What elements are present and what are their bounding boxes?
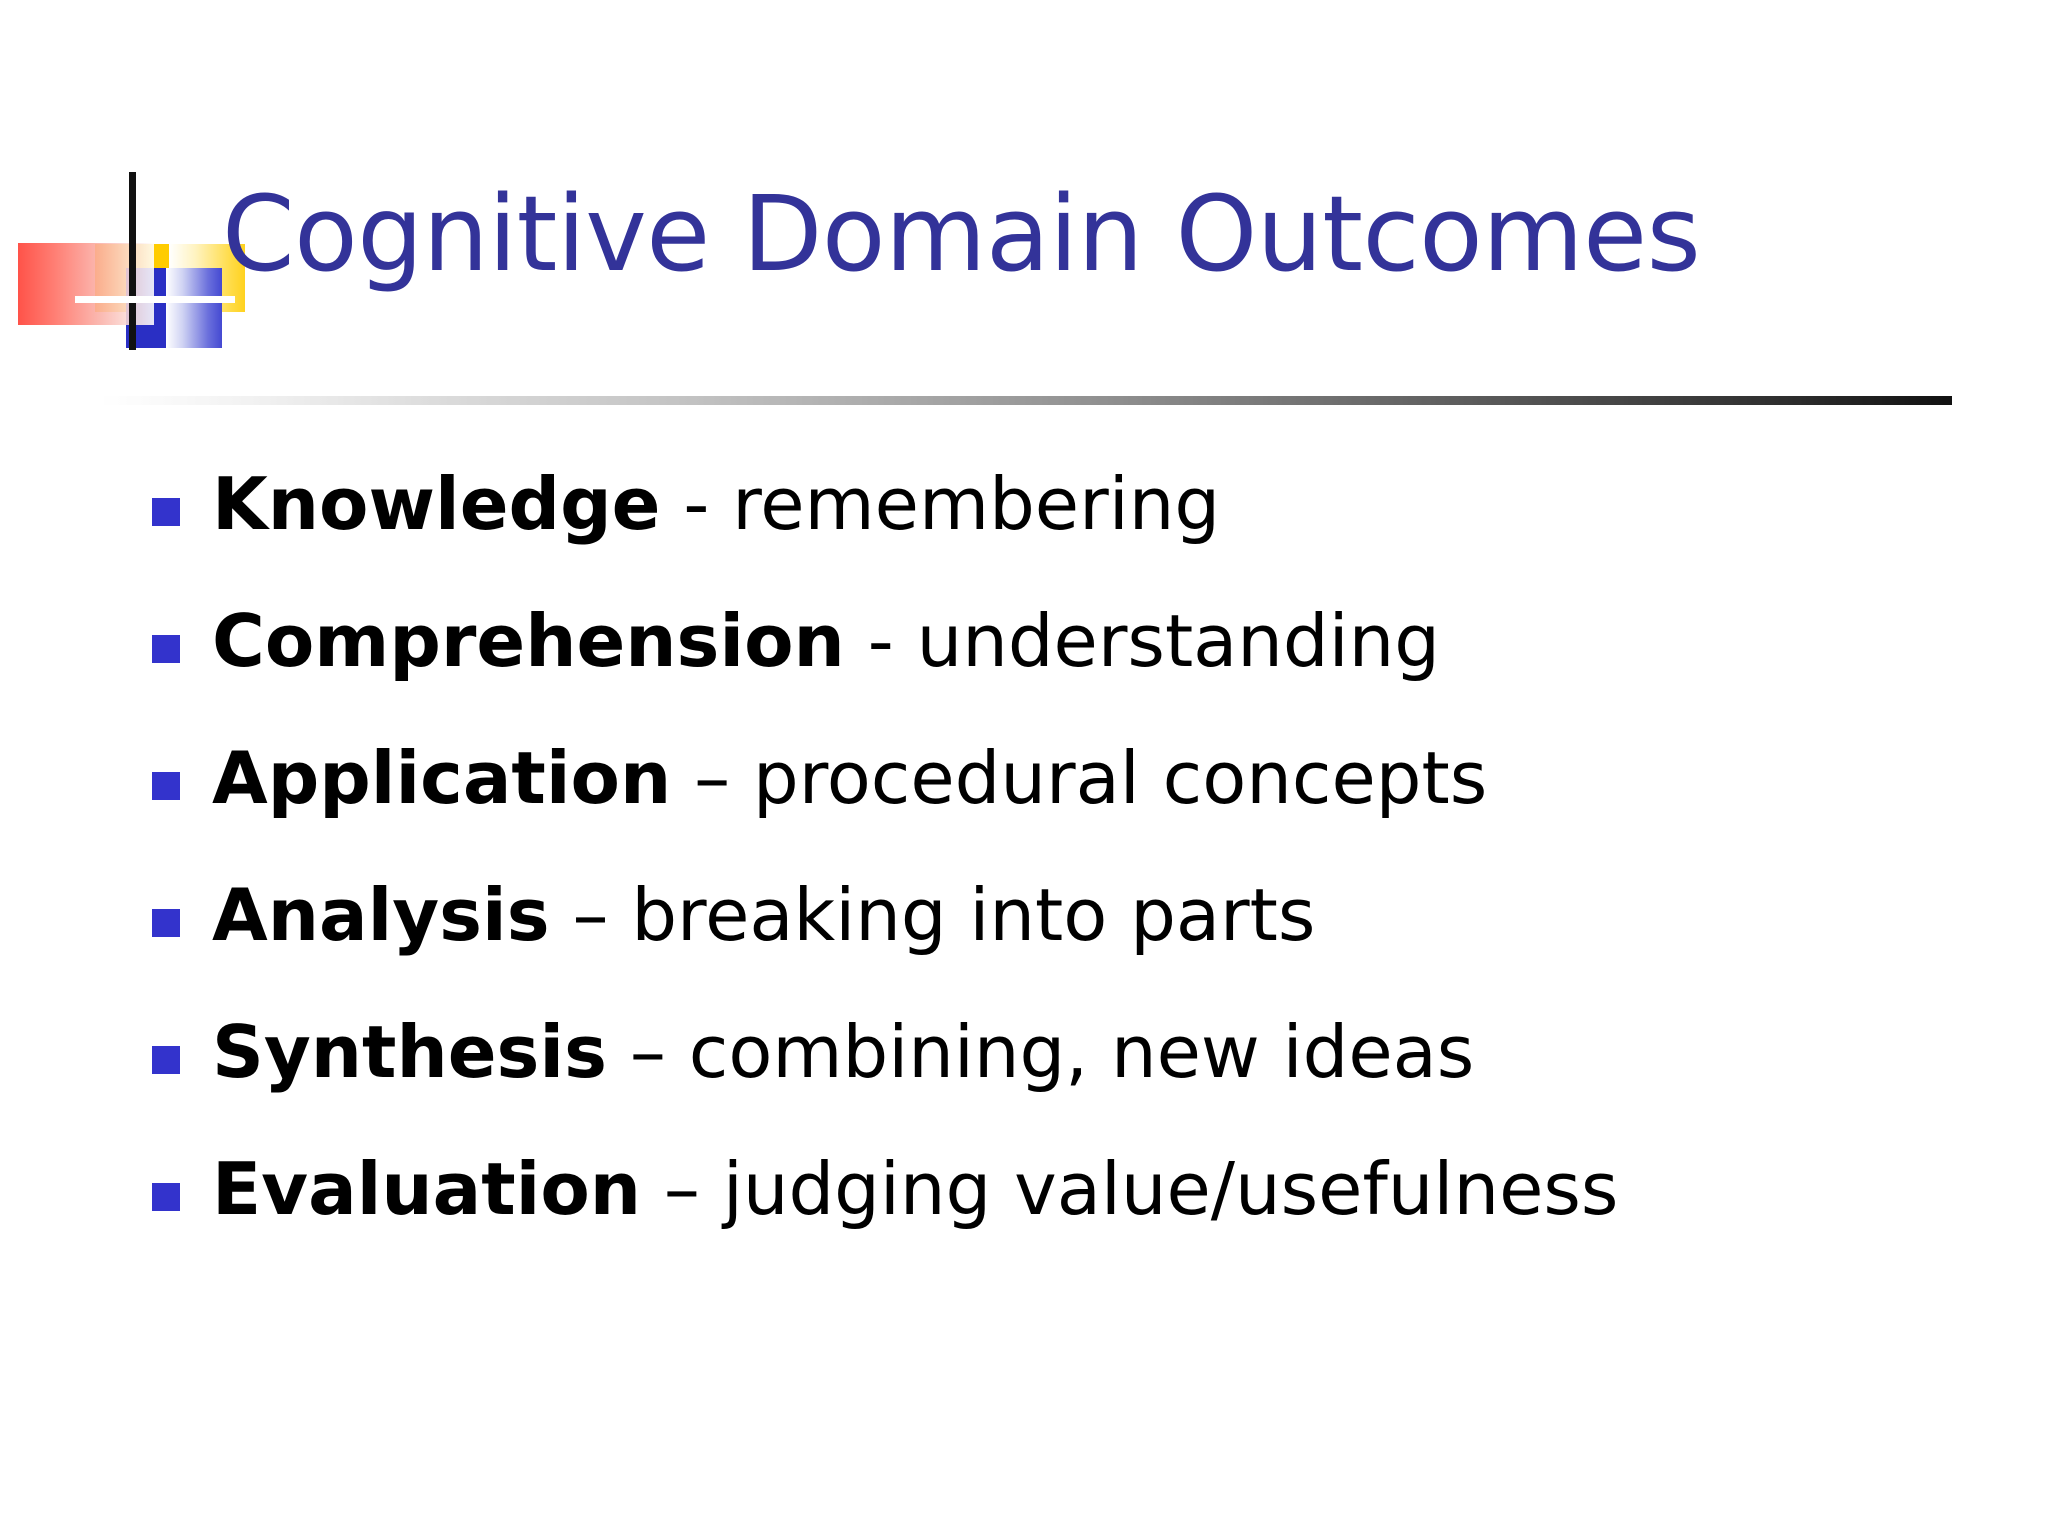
slide-title: Cognitive Domain Outcomes <box>222 173 1701 295</box>
bullet-lead-term: Synthesis <box>212 1010 607 1094</box>
bullet-lead-term: Application <box>212 736 672 820</box>
bullet-lead-term: Knowledge <box>212 462 661 546</box>
list-item: Application – procedural concepts <box>152 742 1992 879</box>
bullet-text: Synthesis – combining, new ideas <box>212 1016 1992 1088</box>
list-item: Knowledge - remembering <box>152 468 1992 605</box>
square-bullet-icon <box>152 1046 180 1074</box>
bullet-text: Evaluation – judging value/usefulness <box>212 1153 1992 1225</box>
white-accent-rule <box>75 296 235 303</box>
list-item: Evaluation – judging value/usefulness <box>152 1153 1992 1290</box>
bullet-description: – breaking into parts <box>549 873 1316 957</box>
list-item: Comprehension - understanding <box>152 605 1992 742</box>
black-vertical-bar <box>129 172 136 350</box>
list-item: Analysis – breaking into parts <box>152 879 1992 1016</box>
square-bullet-icon <box>152 1183 180 1211</box>
bullet-description: - remembering <box>660 462 1221 546</box>
square-bullet-icon <box>152 909 180 937</box>
title-separator-rule <box>100 396 1952 405</box>
bullet-text: Knowledge - remembering <box>212 468 1992 540</box>
bullet-text: Analysis – breaking into parts <box>212 879 1992 951</box>
bullet-description: – judging value/usefulness <box>641 1147 1619 1231</box>
bullet-lead-term: Analysis <box>212 873 550 957</box>
square-bullet-icon <box>152 498 180 526</box>
square-bullet-icon <box>152 635 180 663</box>
square-bullet-icon <box>152 772 180 800</box>
list-item: Synthesis – combining, new ideas <box>152 1016 1992 1153</box>
blue-square-gradient-bottom <box>166 308 222 348</box>
bullet-description: – procedural concepts <box>671 736 1488 820</box>
bullet-description: - understanding <box>844 599 1440 683</box>
bullet-text: Application – procedural concepts <box>212 742 1992 814</box>
bullet-lead-term: Comprehension <box>212 599 845 683</box>
bullet-list: Knowledge - remembering Comprehension - … <box>152 468 1992 1290</box>
bullet-description: – combining, new ideas <box>606 1010 1475 1094</box>
bullet-text: Comprehension - understanding <box>212 605 1992 677</box>
bullet-lead-term: Evaluation <box>212 1147 642 1231</box>
decorative-motif <box>0 160 300 370</box>
